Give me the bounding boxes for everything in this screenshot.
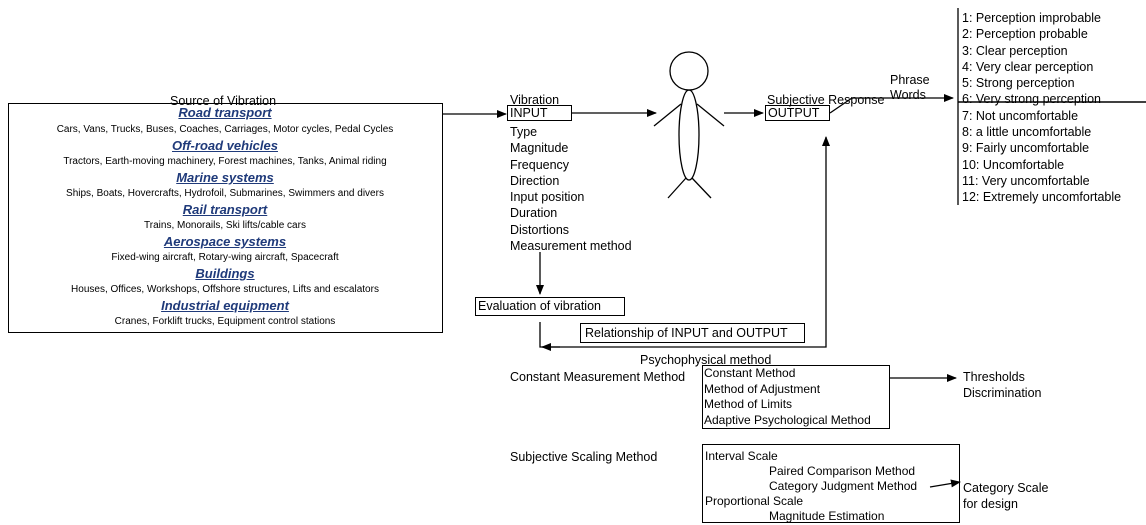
arrow-to-category-scale <box>929 479 961 488</box>
person-figure <box>653 51 725 199</box>
input-attribute: Duration <box>510 206 558 221</box>
thresholds-label: Thresholds <box>963 370 1025 384</box>
category-road-transport: Road transport <box>178 105 272 120</box>
input-attribute: Type <box>510 125 538 139</box>
input-attribute: Direction <box>510 173 560 188</box>
scale-item: 3: Clear perception <box>962 43 1068 58</box>
input-attribute-list: Type Magnitude Frequency Direction Input… <box>510 124 632 254</box>
category-rail-transport-items: Trains, Monorails, Ski lifts/cable cars <box>144 220 306 231</box>
evaluation-box: Evaluation of vibration <box>475 297 625 316</box>
interval-scale-label: Interval Scale <box>705 449 778 463</box>
vibration-label: Vibration <box>510 93 560 107</box>
relationship-label: Relationship of INPUT and OUTPUT <box>585 326 788 340</box>
words-label: Words <box>890 88 926 102</box>
constant-measurement-label: Constant Measurement Method <box>510 370 686 384</box>
category-aerospace-systems: Aerospace systems <box>163 234 287 249</box>
constant-method-item: Adaptive Psychological Method <box>704 412 871 427</box>
category-buildings-items: Houses, Offices, Workshops, Offshore str… <box>71 284 379 295</box>
output-box: OUTPUT <box>765 105 830 121</box>
category-industrial-equipment: Industrial equipment <box>161 298 289 313</box>
input-attribute: Magnitude <box>510 141 569 156</box>
category-road-transport-items: Cars, Vans, Trucks, Buses, Coaches, Carr… <box>56 124 394 135</box>
psychophysical-title: Psychophysical method <box>640 353 772 367</box>
scale-item: 7: Not uncomfortable <box>962 108 1079 123</box>
source-box: Road transport Cars, Vans, Trucks, Buses… <box>8 103 443 333</box>
category-off-road-vehicles-items: Tractors, Earth-moving machinery, Forest… <box>63 156 387 167</box>
input-attribute: Frequency <box>510 157 570 172</box>
scale-item: 8: a little uncomfortable <box>962 125 1092 140</box>
scale-item: 11: Very uncomfortable <box>962 173 1090 188</box>
arrow-output-to-scale <box>829 94 954 114</box>
input-attribute: Measurement method <box>510 239 632 254</box>
proportional-scale-label: Proportional Scale <box>705 494 804 508</box>
scale-item: 9: Fairly uncomfortable <box>962 141 1090 156</box>
scale-item: 4: Very clear perception <box>962 59 1094 74</box>
paired-comparison-label: Paired Comparison Method <box>769 464 916 478</box>
category-marine-systems: Marine systems <box>176 170 274 185</box>
input-attribute: Input position <box>510 190 585 205</box>
category-marine-systems-items: Ships, Boats, Hovercrafts, Hydrofoil, Su… <box>66 188 384 199</box>
scale-item: 6: Very strong perception <box>962 92 1101 107</box>
category-judgment-label: Category Judgment Method <box>769 479 918 493</box>
source-title: Source of Vibration <box>170 94 277 108</box>
subjective-scaling-box: Interval Scale Paired Comparison Method … <box>702 444 960 523</box>
constant-method-item: Method of Limits <box>704 397 793 411</box>
input-attribute: Distortions <box>510 222 570 237</box>
phrase-label: Phrase <box>890 73 930 87</box>
category-off-road-vehicles: Off-road vehicles <box>172 138 278 153</box>
category-scale-label: Category Scale <box>963 481 1049 495</box>
constant-methods-box: Constant Method Method of Adjustment Met… <box>702 365 890 429</box>
subjective-scaling-label: Subjective Scaling Method <box>510 450 658 464</box>
input-box-label: INPUT <box>510 106 548 120</box>
scale-item: 1: Perception improbable <box>962 11 1101 25</box>
constant-method-item: Constant Method <box>704 366 796 380</box>
constant-methods-list: Constant Method Method of Adjustment Met… <box>704 366 871 428</box>
output-box-label: OUTPUT <box>768 106 820 120</box>
category-rail-transport: Rail transport <box>182 202 268 217</box>
discrimination-label: Discrimination <box>963 386 1042 400</box>
category-aerospace-systems-items: Fixed-wing aircraft, Rotary-wing aircraf… <box>111 252 339 263</box>
for-design-label: for design <box>963 497 1018 511</box>
perception-scale-list: 1: Perception improbable 2: Perception p… <box>962 10 1121 206</box>
subjective-response-label: Subjective Response <box>767 93 885 107</box>
constant-method-item: Method of Adjustment <box>704 381 821 396</box>
input-box: INPUT <box>507 105 572 121</box>
evaluation-box-label: Evaluation of vibration <box>478 299 601 313</box>
scale-item: 12: Extremely uncomfortable <box>962 190 1122 205</box>
magnitude-estimation-label: Magnitude Estimation <box>769 509 885 523</box>
scale-item: 2: Perception probable <box>962 27 1088 42</box>
category-industrial-equipment-items: Cranes, Forklift trucks, Equipment contr… <box>114 316 336 327</box>
relationship-box: Relationship of INPUT and OUTPUT <box>580 323 805 343</box>
scale-item: 5: Strong perception <box>962 76 1075 91</box>
relationship-loop <box>539 136 830 348</box>
category-buildings: Buildings <box>195 266 255 281</box>
scale-item: 10: Uncomfortable <box>962 157 1065 172</box>
